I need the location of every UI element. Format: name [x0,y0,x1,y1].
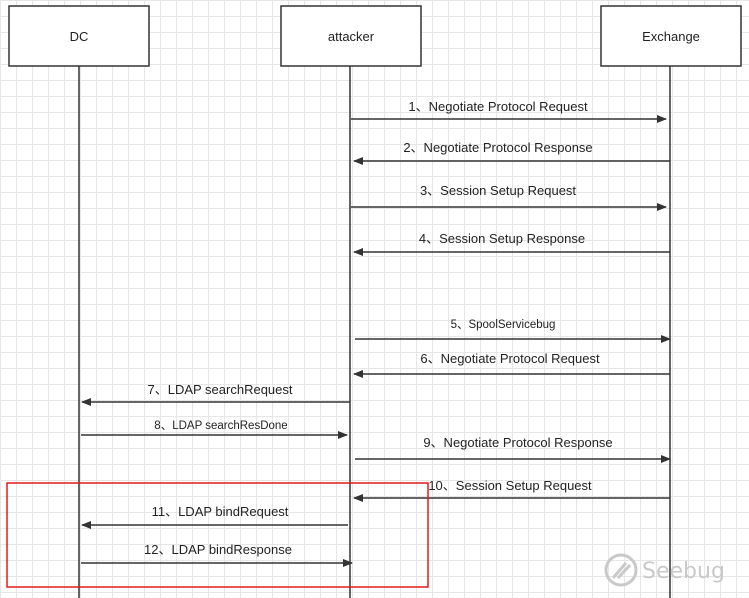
actor-dc-label: DC [70,29,89,44]
message-9-label: 9、Negotiate Protocol Response [423,435,612,450]
seebug-logo-icon [604,553,638,587]
actor-exchange: Exchange [600,5,742,67]
message-9: 9、Negotiate Protocol Response [355,435,671,463]
message-2-label: 2、Negotiate Protocol Response [403,140,592,155]
message-1: 1、Negotiate Protocol Request [351,99,667,123]
actor-attacker-label: attacker [328,29,375,44]
message-10-label: 10、Session Setup Request [428,478,592,493]
message-10: 10、Session Setup Request [353,478,670,502]
message-12: 12、LDAP bindResponse [81,542,353,567]
highlight-box [6,482,429,588]
message-5: 5、SpoolServicebug [355,319,671,343]
message-1-label: 1、Negotiate Protocol Request [408,99,588,114]
message-8-label: 8、LDAP searchResDone [154,420,287,432]
message-8: 8、LDAP searchResDone [81,420,348,439]
message-4: 4、Session Setup Response [353,231,670,256]
message-5-label: 5、SpoolServicebug [451,319,556,331]
message-11-label: 11、LDAP bindRequest [152,504,289,519]
watermark-text: Seebug [642,559,725,584]
actor-attacker: attacker [280,5,422,67]
message-11: 11、LDAP bindRequest [81,504,348,529]
actor-dc: DC [8,5,150,67]
message-2: 2、Negotiate Protocol Response [353,140,670,165]
actor-exchange-label: Exchange [642,29,700,44]
message-7-label: 7、LDAP searchRequest [147,382,292,397]
message-12-label: 12、LDAP bindResponse [144,542,292,557]
message-7: 7、LDAP searchRequest [81,382,350,406]
message-6-label: 6、Negotiate Protocol Request [420,351,600,366]
seebug-watermark: Seebug [604,553,725,587]
message-6: 6、Negotiate Protocol Request [353,351,670,378]
message-4-label: 4、Session Setup Response [419,231,585,246]
message-3: 3、Session Setup Request [351,183,667,211]
message-3-label: 3、Session Setup Request [420,183,576,198]
